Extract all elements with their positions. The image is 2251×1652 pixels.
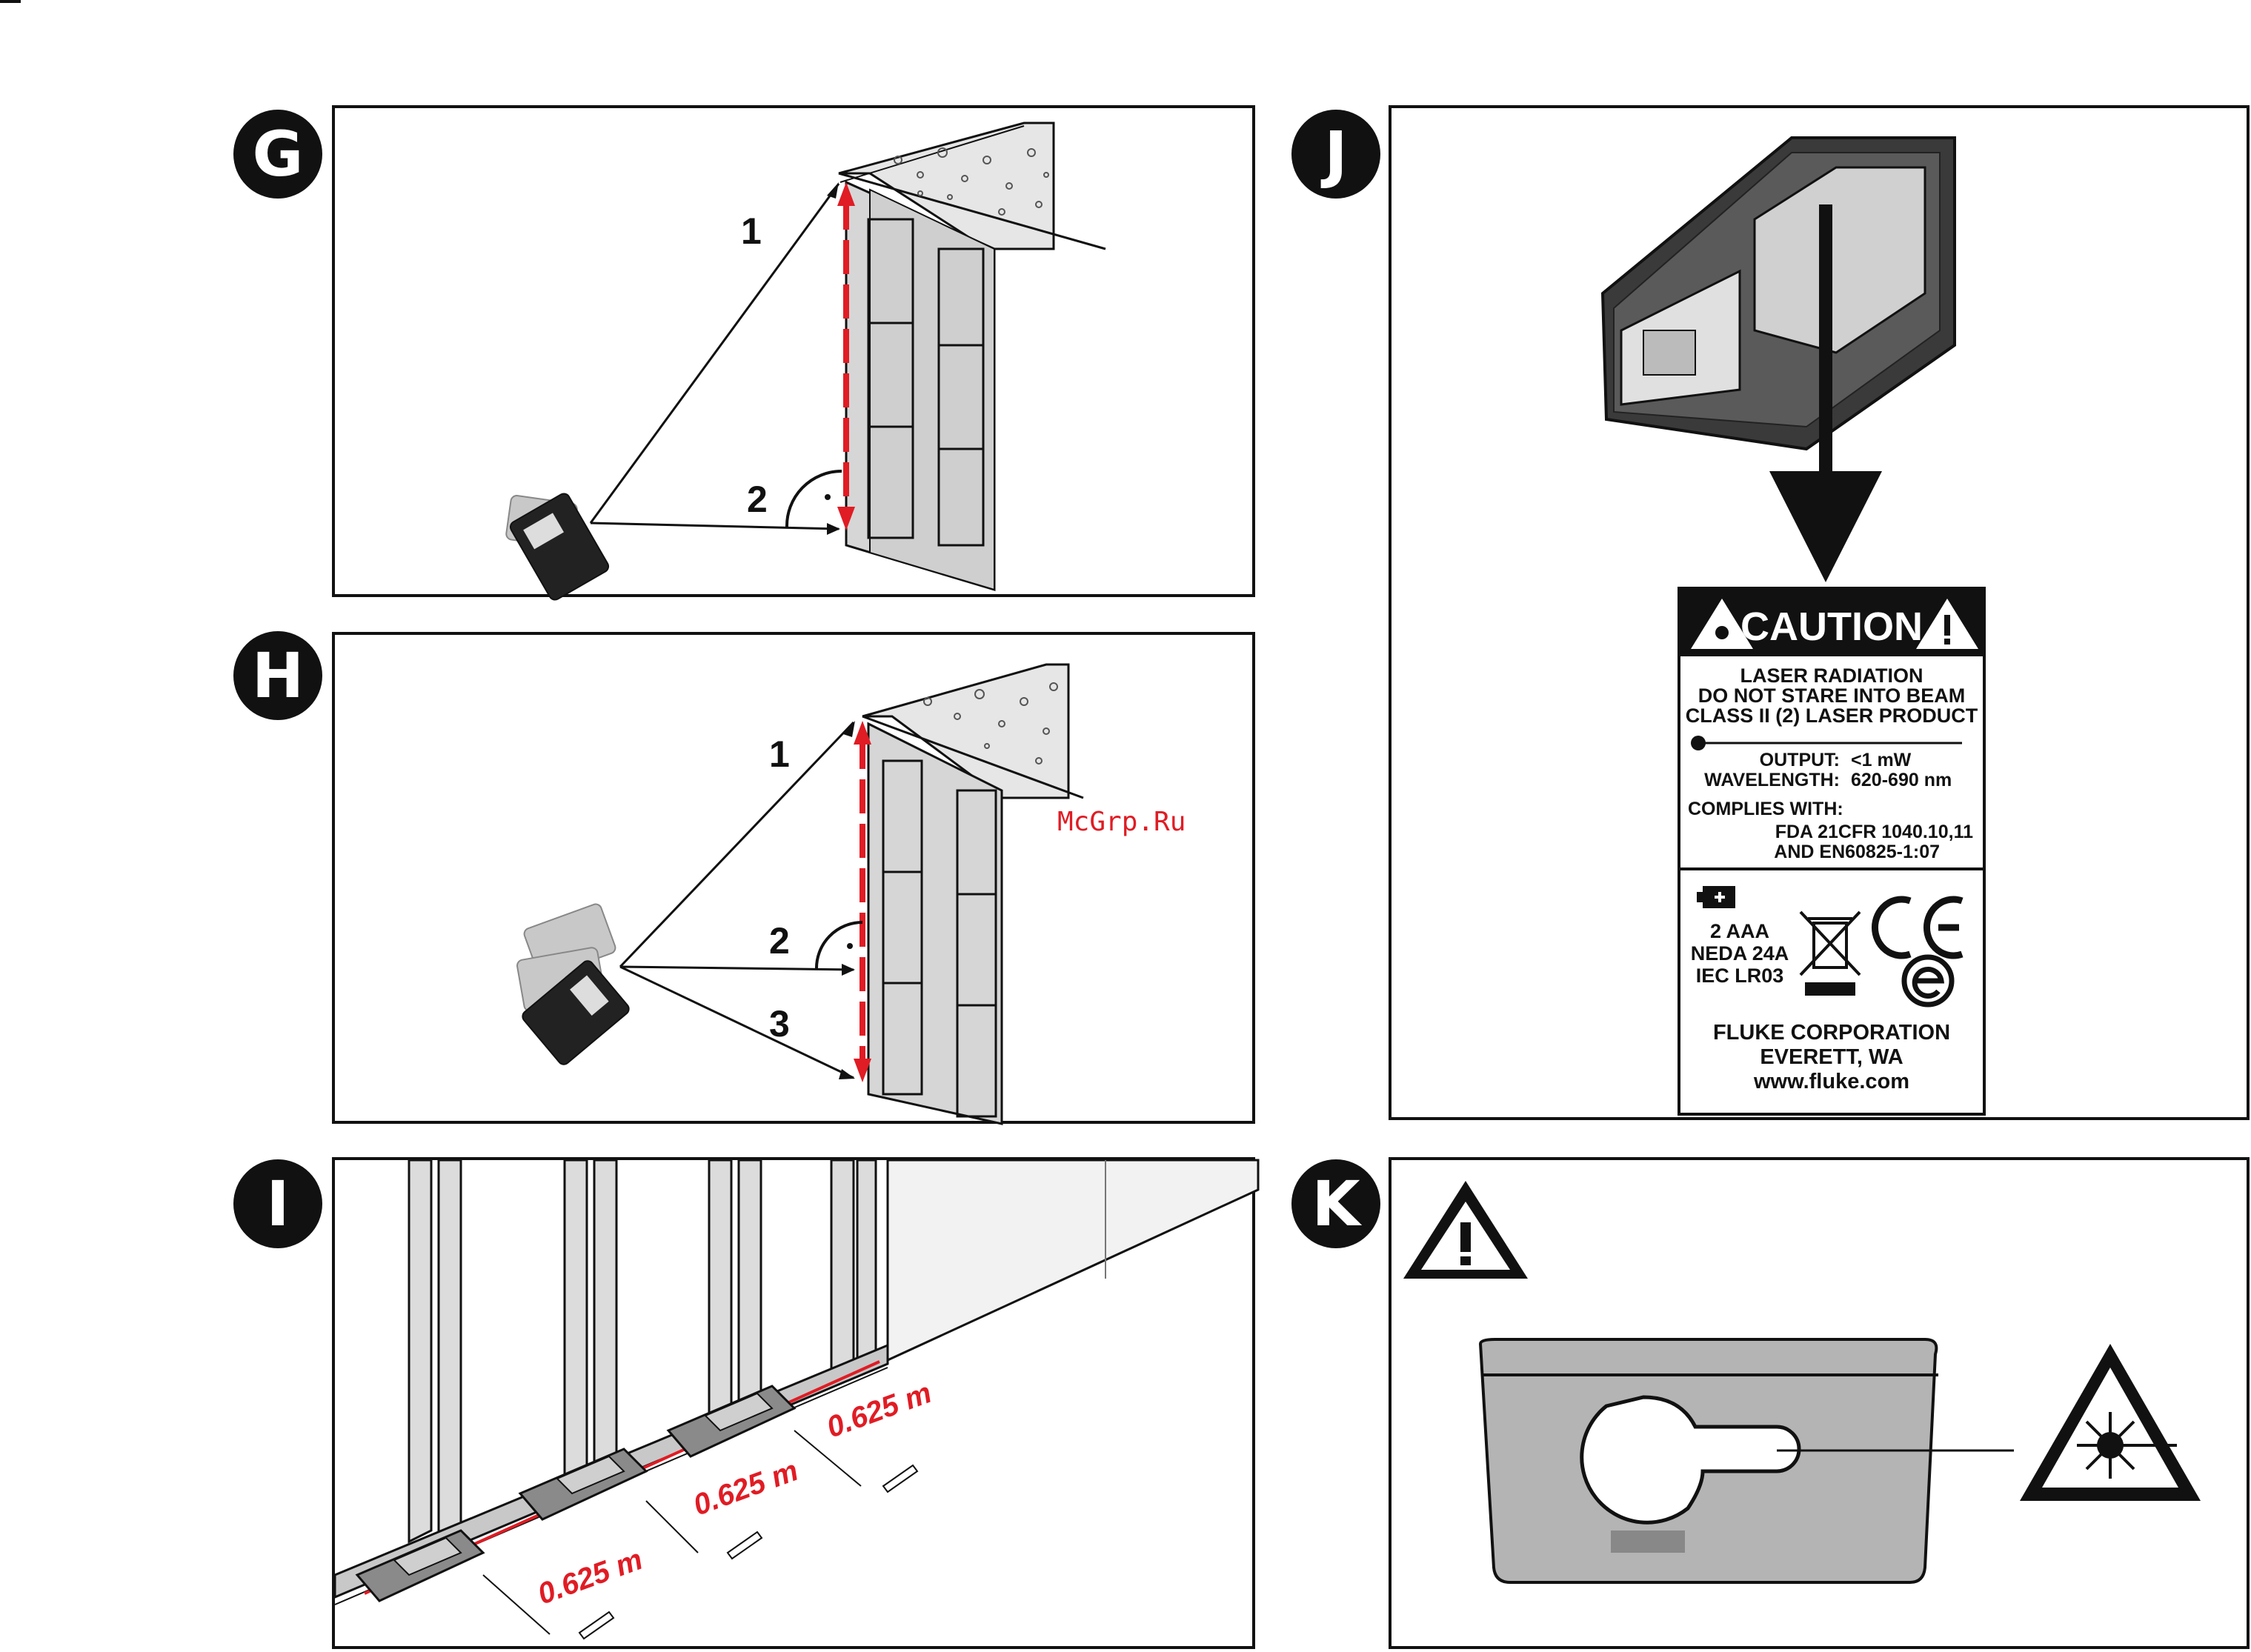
figure-j-letter: J [1324, 123, 1347, 185]
wall-face [868, 724, 1002, 1124]
beam-2 [591, 523, 839, 529]
figure-i-panel: 0.625 m 0.625 m 0.625 m [332, 1157, 1255, 1649]
caution-line-1: LASER RADIATION [1740, 665, 1924, 687]
figure-h-panel: 1 2 3 McGrp.Ru [332, 632, 1255, 1124]
caution-header: CAUTION [1740, 604, 1923, 649]
battery-line-2: NEDA 24A [1691, 942, 1789, 965]
company-line-2: EVERETT, WA [1760, 1045, 1903, 1069]
figure-k-illustration [1392, 1160, 2251, 1652]
measurement-label-3: 0.625 m [822, 1376, 936, 1445]
right-angle-arc [817, 922, 862, 970]
wavelength-value: 620-690 nm [1851, 770, 1952, 790]
caution-label: CAUTION LASER RADIATION DO NOT STARE INT… [1679, 588, 1984, 1114]
figure-j-illustration: CAUTION LASER RADIATION DO NOT STARE INT… [1392, 108, 2251, 1123]
laser-meter-device [505, 492, 611, 602]
figure-i-badge: I [233, 1159, 322, 1248]
complies-line-1: FDA 21CFR 1040.10,11 [1775, 822, 1973, 842]
wavelength-label: WAVELENGTH: [1704, 770, 1840, 790]
wall-studs [409, 1160, 876, 1542]
output-label: OUTPUT: [1760, 750, 1840, 770]
figure-h-letter: H [252, 645, 304, 707]
right-angle-arc [787, 471, 842, 527]
figure-k-badge: K [1291, 1159, 1380, 1248]
beam-1 [591, 184, 839, 523]
beam-3 [620, 967, 854, 1078]
measurement-label-1: 0.625 m [533, 1543, 647, 1611]
figure-k-panel [1389, 1157, 2250, 1649]
device-front-view [1480, 1339, 1938, 1582]
beam-2 [620, 967, 854, 970]
beam-label-2: 2 [747, 479, 768, 520]
laser-meter-device [516, 902, 631, 1067]
figure-g-badge: G [233, 110, 322, 199]
beam-label-2: 2 [769, 920, 790, 962]
warning-triangle-icon [1403, 1181, 1528, 1279]
figure-i-letter: I [266, 1173, 289, 1235]
figure-j-badge: J [1291, 110, 1380, 199]
figure-g-illustration: 1 2 [335, 108, 1258, 600]
figure-h-badge: H [233, 631, 322, 720]
battery-line-3: IEC LR03 [1696, 965, 1784, 987]
beam-label-1: 1 [741, 210, 762, 252]
output-value: <1 mW [1851, 750, 1912, 770]
battery-line-1: 2 AAA [1710, 920, 1769, 942]
figure-h-illustration: 1 2 3 McGrp.Ru [335, 635, 1258, 1127]
beam-1 [620, 722, 854, 967]
watermark: McGrp.Ru [1057, 807, 1186, 837]
company-line-3: www.fluke.com [1753, 1070, 1909, 1093]
drywall [888, 1160, 1258, 1360]
caution-line-3: CLASS II (2) LASER PRODUCT [1686, 705, 1978, 727]
figure-g-letter: G [253, 123, 304, 185]
corner-mark [0, 0, 21, 3]
arrow-head-down-icon [1769, 471, 1882, 582]
measurement-label-2: 0.625 m [689, 1454, 802, 1522]
figure-i-illustration: 0.625 m 0.625 m 0.625 m [335, 1160, 1258, 1652]
figure-k-letter: K [1311, 1173, 1360, 1235]
company-line-1: FLUKE CORPORATION [1713, 1021, 1950, 1045]
complies-label: COMPLIES WITH: [1688, 799, 1843, 819]
laser-warning-triangle-icon [2020, 1344, 2201, 1501]
figure-j-panel: CAUTION LASER RADIATION DO NOT STARE INT… [1389, 105, 2250, 1120]
beam-label-3: 3 [769, 1003, 790, 1045]
caution-line-2: DO NOT STARE INTO BEAM [1698, 685, 1966, 707]
figure-g-panel: 1 2 [332, 105, 1255, 597]
complies-line-2: AND EN60825-1:07 [1774, 842, 1940, 862]
laser-starburst-icon [1691, 736, 1706, 750]
beam-label-1: 1 [769, 733, 790, 775]
device-back-view [1603, 138, 1955, 449]
